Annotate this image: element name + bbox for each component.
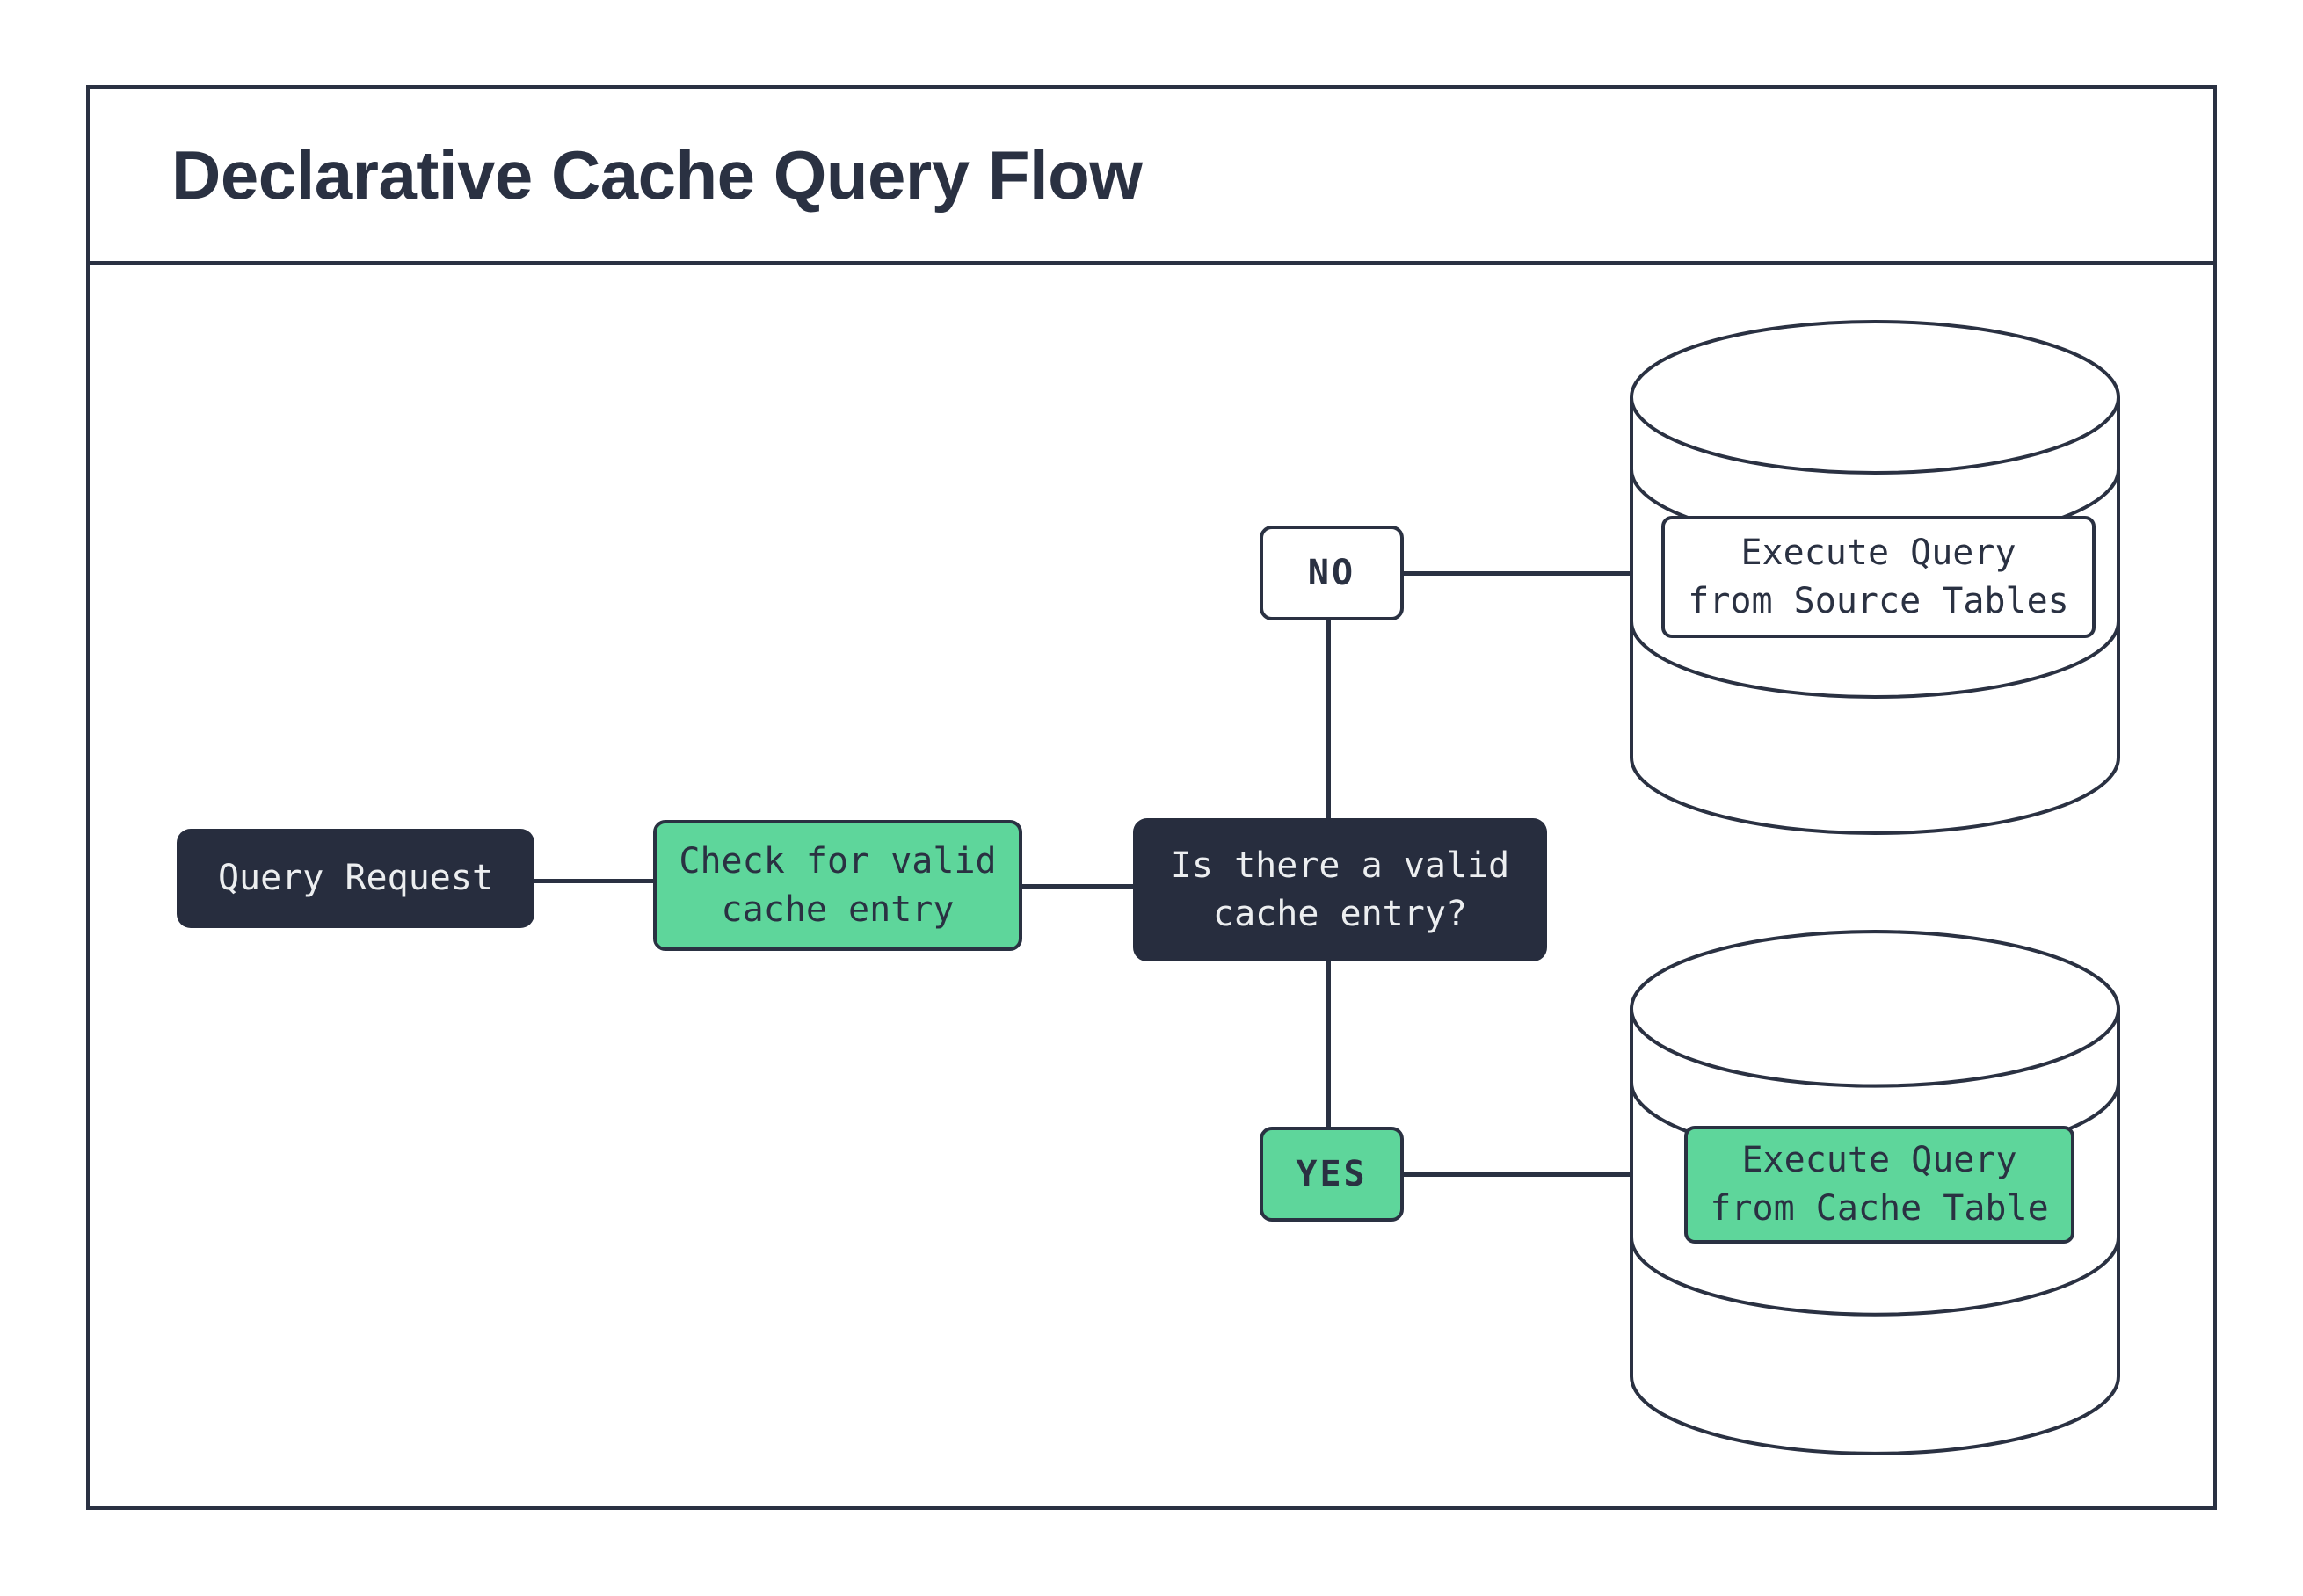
edge-label-yes: YES [1260,1127,1404,1222]
node-query-request: Query Request [177,829,534,928]
page-title: Declarative Cache Query Flow [171,135,1143,214]
header-bar: Declarative Cache Query Flow [90,89,2213,265]
node-execute-source-line2: from Source Tables [1688,580,2069,621]
node-check-cache: Check for valid cache entry [653,820,1022,951]
database-icon-source-tables [1630,320,2120,835]
node-check-cache-line1: Check for valid [679,840,997,881]
node-decision-valid-cache: Is there a valid cache entry? [1133,818,1547,961]
edge-label-yes-text: YES [1296,1153,1368,1194]
edge-check-to-decision [1022,884,1133,889]
node-check-cache-line2: cache entry [721,889,955,930]
edge-decision-to-yes [1326,961,1331,1127]
edge-label-no-text: NO [1307,552,1356,593]
node-decision-line2: cache entry? [1213,893,1467,934]
node-decision-line1: Is there a valid [1170,845,1510,886]
node-execute-query-cache-table: Execute Query from Cache Table [1684,1126,2074,1244]
node-execute-cache-line2: from Cache Table [1710,1188,2049,1229]
node-query-request-label: Query Request [217,858,494,898]
node-execute-source-line1: Execute Query [1740,532,2016,573]
edge-label-no: NO [1260,526,1404,620]
node-execute-cache-line1: Execute Query [1741,1140,2017,1180]
edge-no-to-source-db [1404,571,1630,576]
edge-query-to-check [534,879,653,883]
edge-yes-to-cache-db [1404,1172,1630,1177]
edge-decision-to-no [1326,620,1331,818]
node-execute-query-source-tables: Execute Query from Source Tables [1661,516,2096,638]
